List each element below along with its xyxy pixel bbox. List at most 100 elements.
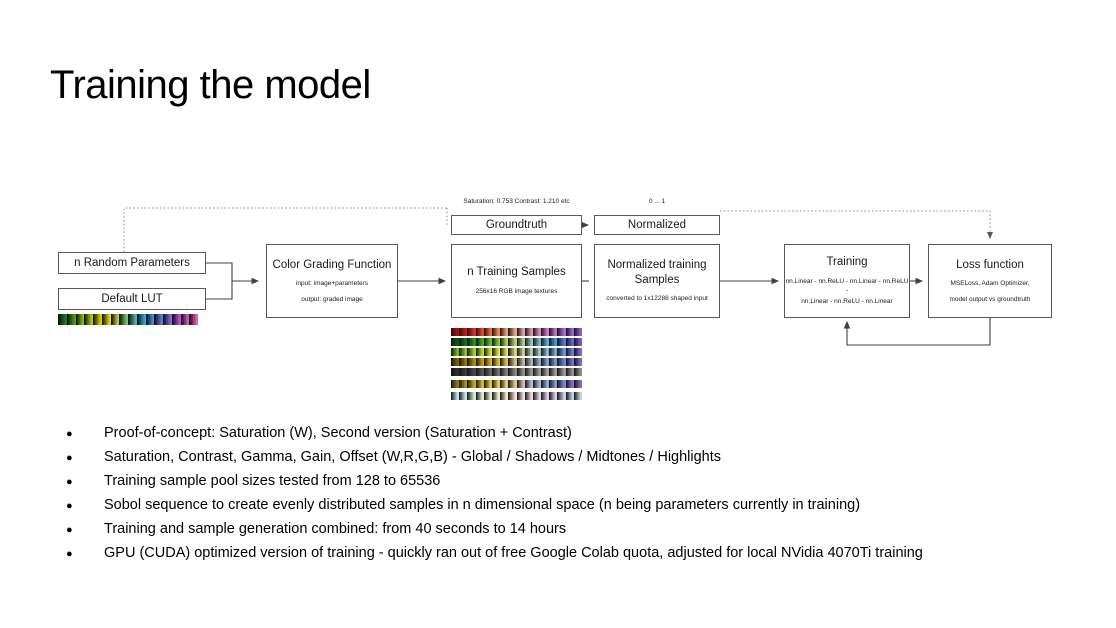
lut-cell	[557, 368, 566, 376]
lut-cell	[475, 380, 484, 388]
lut-cell	[573, 328, 582, 336]
node-training-label: Training	[826, 256, 868, 269]
lut-cell	[467, 328, 476, 336]
lut-cell	[171, 314, 181, 325]
bullet-item: ● Saturation, Contrast, Gamma, Gain, Offs…	[66, 448, 1066, 472]
node-loss-function-detail1: MSELoss, Adam Optimizer,	[950, 279, 1030, 287]
lut-cell	[565, 380, 574, 388]
lut-cell	[451, 328, 460, 336]
node-default-lut-label: Default LUT	[101, 292, 163, 305]
default-lut-color-strip	[58, 314, 198, 325]
lut-cell	[500, 380, 509, 388]
lut-cell	[524, 328, 533, 336]
node-normalized[interactable]: Normalized	[594, 215, 720, 235]
lut-cell	[516, 328, 525, 336]
node-training[interactable]: Training nn.Linear - nn.ReLU - nn.Linear…	[784, 244, 910, 318]
lut-cell	[541, 380, 550, 388]
bullet-marker-icon: ●	[66, 452, 73, 464]
lut-cell	[75, 314, 85, 325]
node-loss-function[interactable]: Loss function MSELoss, Adam Optimizer, m…	[928, 244, 1052, 318]
lut-cell	[451, 358, 460, 366]
lut-cell	[145, 314, 155, 325]
lut-cell	[491, 348, 501, 356]
lut-cell	[467, 368, 476, 376]
lut-cell	[565, 358, 574, 366]
node-color-grading-function[interactable]: Color Grading Function input: image+para…	[266, 244, 398, 318]
lut-cell	[508, 392, 517, 400]
lut-cell	[500, 348, 509, 356]
bullet-item: ●Training and sample generation combined…	[66, 520, 1066, 544]
sample-strip-gold	[451, 358, 582, 366]
lut-cell	[508, 368, 517, 376]
bullet-item: ● Proof-of-concept: Saturation (W), Secon…	[66, 424, 1066, 448]
lut-cell	[491, 380, 501, 388]
lut-cell	[500, 338, 509, 346]
lut-cell	[475, 328, 484, 336]
lut-cell	[565, 338, 574, 346]
lut-cell	[549, 358, 558, 366]
node-normalized-training-samples[interactable]: Normalized training Samples converted to…	[594, 244, 720, 318]
lut-cell	[58, 314, 67, 325]
lut-cell	[84, 314, 93, 325]
lut-cell	[516, 368, 525, 376]
lut-cell	[500, 358, 509, 366]
node-color-grading-output: output: graded image	[301, 295, 363, 303]
lut-cell	[459, 368, 468, 376]
node-loss-function-detail2: model output vs groundtruth	[949, 295, 1031, 303]
lut-cell	[491, 368, 501, 376]
lut-cell	[467, 358, 476, 366]
sample-strip-red	[451, 328, 582, 336]
lut-cell	[459, 358, 468, 366]
lut-cell	[508, 380, 517, 388]
lut-cell	[549, 368, 558, 376]
lut-cell	[508, 358, 517, 366]
lut-cell	[524, 338, 533, 346]
lut-cell	[557, 392, 566, 400]
lut-cell	[128, 314, 137, 325]
lut-cell	[565, 368, 574, 376]
bullet-text: Saturation, Contrast, Gamma, Gain, Offse…	[104, 449, 722, 465]
lut-cell	[565, 328, 574, 336]
lut-cell	[451, 368, 460, 376]
lut-cell	[475, 392, 484, 400]
lut-cell	[516, 348, 525, 356]
page-title: Training the model	[50, 63, 371, 107]
sample-strip-gray	[451, 368, 582, 376]
lut-cell	[491, 358, 501, 366]
lut-cell	[549, 392, 558, 400]
node-training-samples[interactable]: n Training Samples 256x16 RGB image text…	[451, 244, 582, 318]
lut-cell	[110, 314, 120, 325]
bullet-item: ●GPU (CUDA) optimized version of trainin…	[66, 544, 1066, 568]
lut-cell	[475, 358, 484, 366]
lut-cell	[573, 348, 582, 356]
bullet-marker-icon: ●	[66, 428, 73, 440]
lut-cell	[475, 368, 484, 376]
lut-cell	[483, 380, 492, 388]
node-groundtruth[interactable]: Groundtruth	[451, 215, 582, 235]
lut-cell	[573, 338, 582, 346]
node-groundtruth-label: Groundtruth	[485, 218, 548, 231]
lut-cell	[516, 338, 525, 346]
lut-cell	[541, 338, 550, 346]
bullet-text: Training sample pool sizes tested from 1…	[104, 473, 441, 489]
lut-cell	[180, 314, 190, 325]
lut-cell	[549, 348, 558, 356]
node-default-lut[interactable]: Default LUT	[58, 288, 206, 310]
lut-cell	[557, 328, 566, 336]
lut-cell	[565, 348, 574, 356]
lut-cell	[467, 348, 476, 356]
lut-cell	[532, 348, 542, 356]
bullet-item: ●Sobol sequence to create evenly distrib…	[66, 496, 1066, 520]
lut-cell	[549, 338, 558, 346]
lut-cell	[451, 380, 460, 388]
lut-cell	[467, 392, 476, 400]
lut-cell	[136, 314, 146, 325]
lut-cell	[532, 368, 542, 376]
lut-cell	[93, 314, 102, 325]
lut-cell	[483, 338, 492, 346]
lut-cell	[467, 380, 476, 388]
bullet-text: Proof-of-concept: Saturation (W), Second…	[104, 425, 572, 441]
lut-cell	[557, 358, 566, 366]
node-random-parameters[interactable]: n Random Parameters	[58, 252, 206, 274]
